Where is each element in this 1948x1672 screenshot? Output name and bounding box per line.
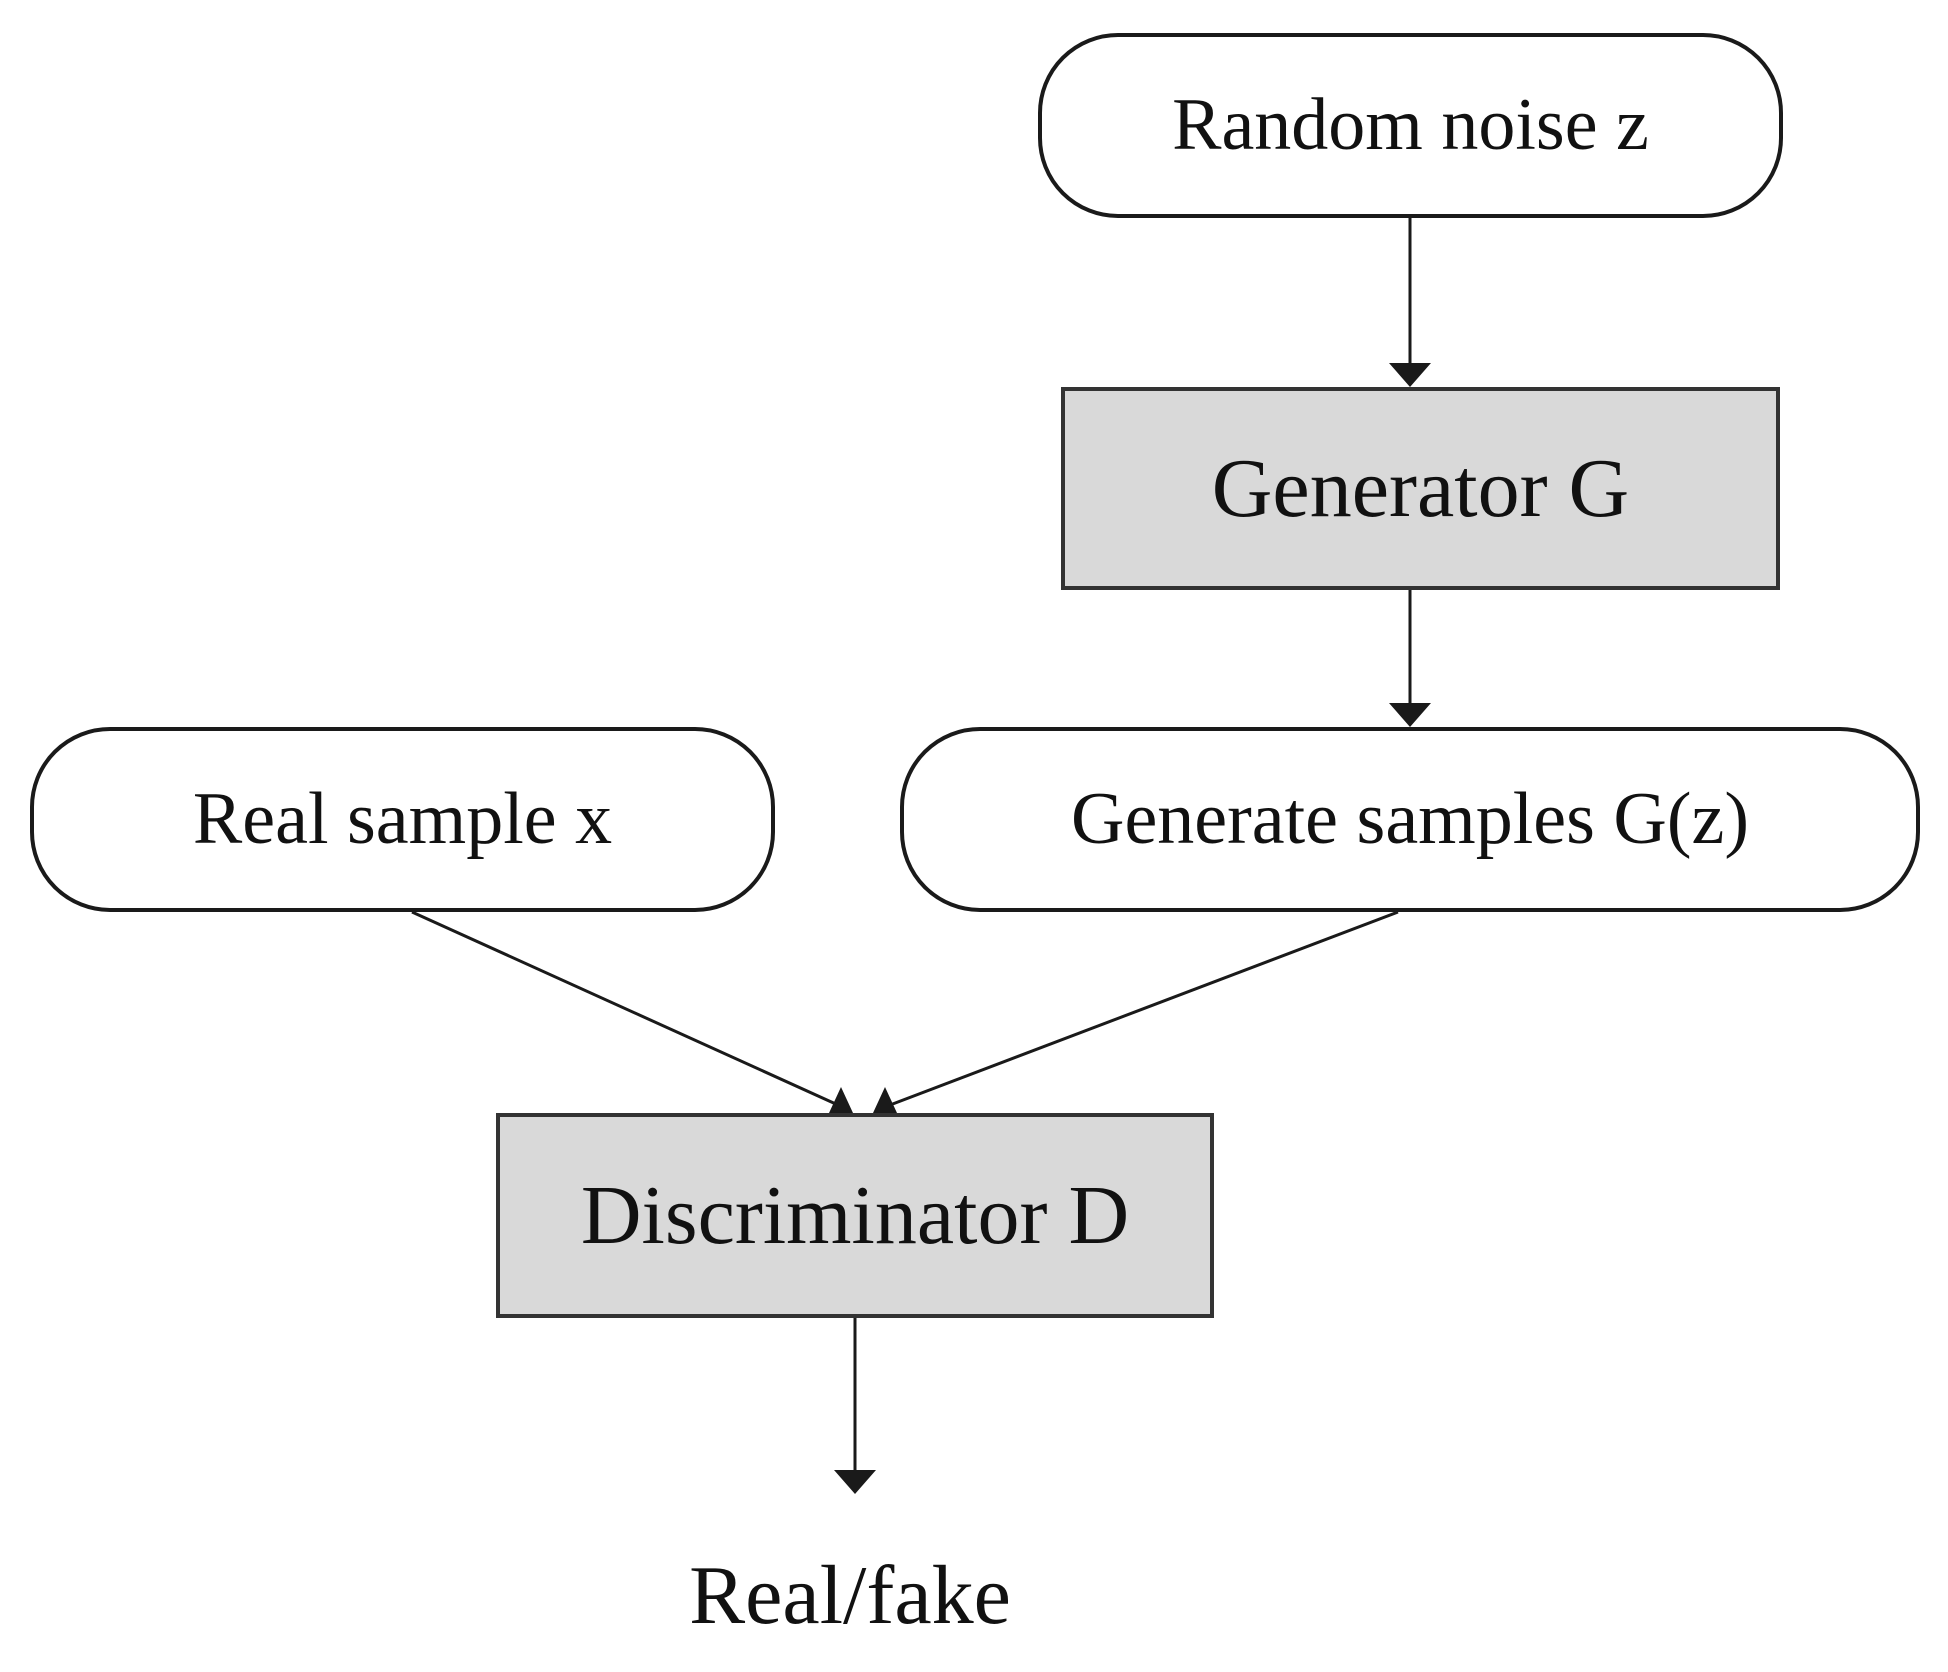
arrow-samples-to-discriminator-line: [889, 910, 1399, 1107]
arrowhead-output: [834, 1470, 876, 1494]
arrow-real-to-discriminator-line: [411, 910, 839, 1107]
generator-label: Generator G: [1211, 442, 1630, 535]
arrowhead-generated-samples: [1389, 703, 1431, 727]
real-sample-node: Real sample x: [30, 727, 775, 912]
arrowhead-real-into-discriminator: [829, 1087, 853, 1113]
random-noise-node: Random noise z: [1038, 33, 1783, 218]
generated-samples-node: Generate samples G(z): [900, 727, 1920, 912]
random-noise-label: Random noise z: [1172, 84, 1649, 166]
real-sample-label: Real sample x: [192, 778, 613, 860]
discriminator-label: Discriminator D: [580, 1169, 1130, 1262]
generated-samples-label: Generate samples G(z): [1071, 778, 1749, 860]
generator-node: Generator G: [1061, 387, 1780, 590]
arrowhead-samples-into-discriminator: [873, 1087, 897, 1113]
output-label: Real/fake: [689, 1548, 1011, 1642]
output-node: Real/fake: [600, 1540, 1100, 1650]
discriminator-node: Discriminator D: [496, 1113, 1214, 1318]
arrowhead-generator: [1389, 363, 1431, 387]
